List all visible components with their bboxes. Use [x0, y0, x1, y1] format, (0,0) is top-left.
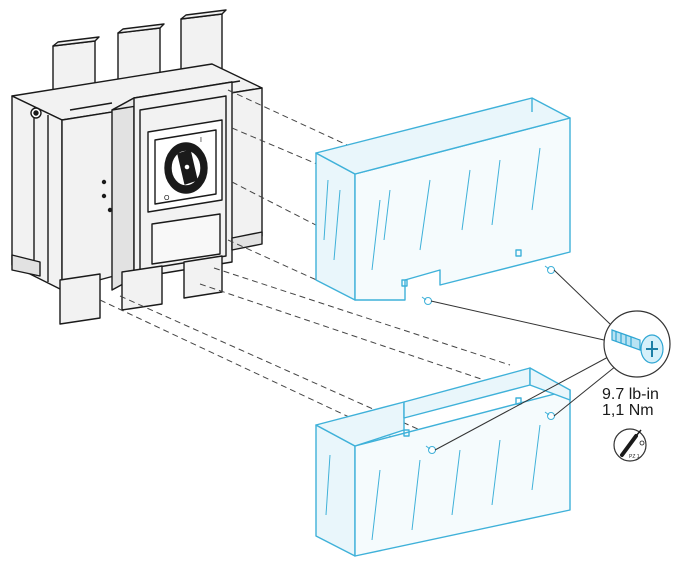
- screw-icon: [421, 296, 432, 305]
- cover-screws: [421, 265, 555, 454]
- rotary-handle-icon: [164, 142, 208, 194]
- handle-module-side: [111, 97, 135, 291]
- switch-disconnector: I O: [11, 9, 263, 325]
- torque-metric-label: 1,1 Nm: [602, 402, 654, 419]
- svg-text:O: O: [164, 195, 170, 202]
- screw-callout: [603, 310, 671, 378]
- screw-icon: [544, 265, 555, 274]
- tool-label: PZ 1: [629, 454, 640, 460]
- magnified-screw-icon: [611, 329, 664, 364]
- upper-terminal-cover: [315, 97, 571, 301]
- lower-panel: [151, 213, 221, 265]
- callout-leaders: [430, 269, 617, 451]
- svg-text:I: I: [200, 137, 202, 144]
- bottom-terminals: [59, 255, 223, 325]
- torque-imperial-label: 9.7 lb-in: [602, 386, 659, 403]
- screwdriver-icon: PZ 1: [613, 428, 647, 462]
- lower-terminal-cover: [315, 367, 571, 557]
